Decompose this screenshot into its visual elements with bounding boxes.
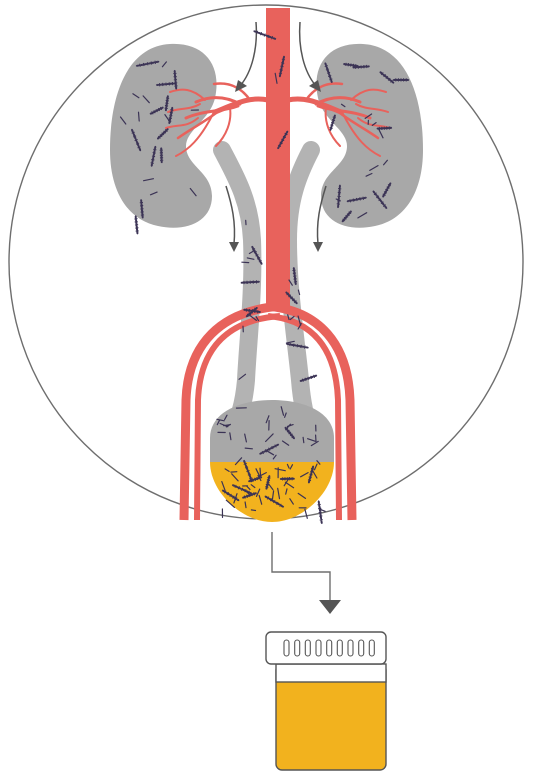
cap-ridge <box>337 640 342 656</box>
dna-fragment <box>303 437 304 442</box>
down-arrow-icon <box>319 600 341 614</box>
cap-ridge <box>327 640 332 656</box>
dna-fragment <box>139 112 140 121</box>
dna-helix-icon <box>160 148 164 163</box>
cap-ridge <box>369 640 374 656</box>
aorta <box>266 8 290 310</box>
connector-line <box>272 532 330 600</box>
cap-ridge <box>359 640 364 656</box>
cap-ridge <box>348 640 353 656</box>
dna-helix-icon <box>393 78 409 81</box>
dna-fragment <box>260 468 261 476</box>
cap-ridge <box>295 640 300 656</box>
cap-ridge <box>284 640 289 656</box>
urine-sample-cup <box>266 632 386 770</box>
cup-lid-ridges <box>284 640 374 656</box>
dna-fragment <box>251 510 255 511</box>
cap-ridge <box>305 640 310 656</box>
cup-collar <box>276 664 386 682</box>
dna-fragment <box>245 448 252 449</box>
cap-ridge <box>316 640 321 656</box>
